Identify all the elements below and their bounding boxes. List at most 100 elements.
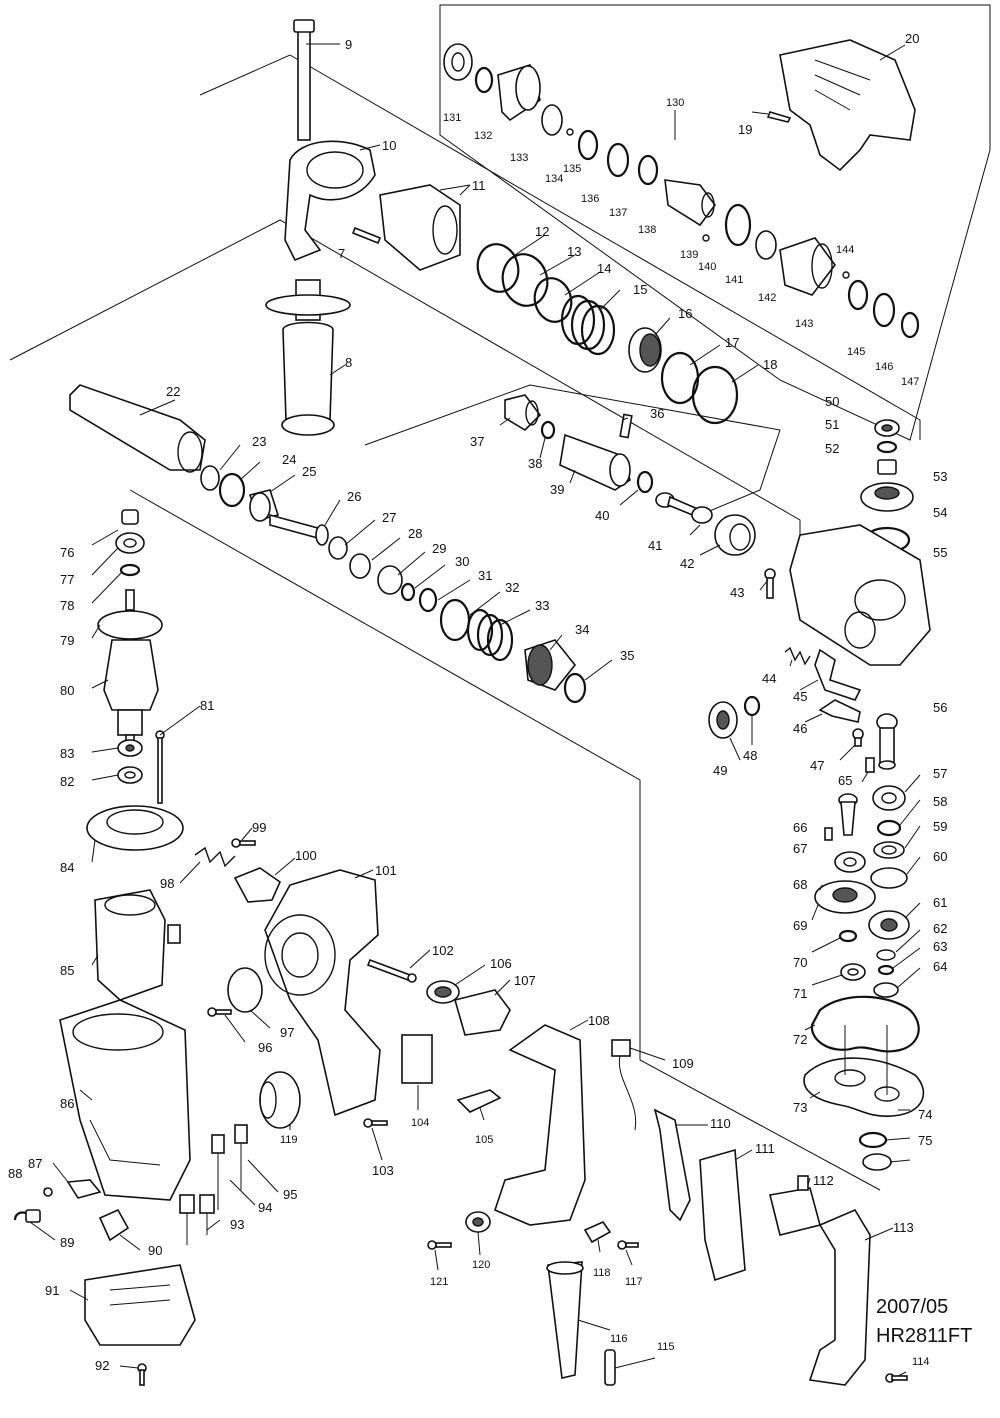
label-52: 52 — [825, 441, 839, 456]
label-51: 51 — [825, 417, 839, 432]
part-23 — [200, 465, 220, 491]
label-147: 147 — [901, 376, 919, 388]
part-72-gasket — [810, 995, 920, 1053]
part-135 — [566, 128, 574, 136]
label-80: 80 — [60, 683, 74, 698]
part-88-screw — [43, 1187, 53, 1197]
part-104-label — [401, 1034, 433, 1084]
gear-housing-group — [708, 419, 931, 747]
label-138: 138 — [638, 224, 656, 236]
label-16: 16 — [678, 306, 692, 321]
label-90: 90 — [148, 1243, 162, 1258]
label-67: 67 — [793, 841, 807, 856]
label-74: 74 — [918, 1107, 932, 1122]
label-29: 29 — [432, 541, 446, 556]
barrel-group — [351, 184, 739, 425]
label-88: 88 — [8, 1166, 22, 1181]
label-20: 20 — [905, 31, 919, 46]
label-99: 99 — [252, 820, 266, 835]
part-90-cap — [98, 1208, 130, 1242]
label-58: 58 — [933, 794, 947, 809]
label-102: 102 — [432, 943, 454, 958]
part-44-spring — [784, 646, 811, 666]
part-14-ring — [533, 277, 573, 323]
part-45-lever — [814, 648, 862, 701]
label-141: 141 — [725, 274, 743, 286]
part-31 — [418, 587, 438, 613]
part-58 — [876, 819, 902, 837]
label-38: 38 — [528, 456, 542, 471]
part-64 — [873, 982, 899, 998]
part-29 — [377, 565, 403, 595]
label-130: 130 — [666, 97, 684, 109]
part-28 — [349, 553, 371, 579]
part-118 — [583, 1221, 612, 1244]
assembly-frames — [9, 4, 991, 1191]
label-137: 137 — [609, 207, 627, 219]
label-40: 40 — [595, 508, 609, 523]
part-15-spring — [560, 294, 616, 356]
part-140 — [702, 234, 710, 242]
label-35: 35 — [620, 648, 634, 663]
part-108-handle — [494, 1024, 586, 1226]
label-8: 8 — [345, 355, 352, 370]
part-41-con-rod — [655, 492, 713, 524]
part-77-bearing — [115, 532, 145, 554]
label-68: 68 — [793, 877, 807, 892]
part-49-knob — [708, 701, 738, 739]
part-103-screw — [363, 1118, 388, 1128]
part-80-armature — [103, 639, 159, 751]
label-109: 109 — [672, 1056, 694, 1071]
part-114-screw — [885, 1373, 908, 1383]
part-11-barrel — [379, 184, 471, 271]
label-145: 145 — [847, 346, 865, 358]
label-15: 15 — [633, 282, 647, 297]
label-49: 49 — [713, 763, 727, 778]
part-51 — [876, 440, 898, 454]
part-74 — [858, 1131, 888, 1149]
label-18: 18 — [763, 357, 777, 372]
label-47: 47 — [810, 758, 824, 773]
part-117-screw — [617, 1240, 639, 1250]
model-number: HR2811FT — [876, 1325, 972, 1347]
label-87: 87 — [28, 1156, 42, 1171]
part-121-screw — [427, 1240, 452, 1250]
part-53-gear — [860, 482, 914, 512]
part-133 — [497, 63, 541, 122]
part-22-spindle — [69, 384, 206, 473]
label-50: 50 — [825, 394, 839, 409]
part-97-knob — [227, 967, 263, 1013]
part-137 — [606, 142, 630, 178]
part-96-screw — [207, 1007, 232, 1017]
part-9-bolt — [293, 19, 340, 141]
part-139 — [664, 179, 716, 227]
label-110: 110 — [710, 1116, 731, 1131]
label-55: 55 — [933, 545, 947, 560]
spindle-group — [69, 384, 587, 704]
part-138 — [637, 154, 659, 186]
part-56-crank-shaft — [876, 713, 898, 770]
label-82: 82 — [60, 774, 74, 789]
label-131: 131 — [443, 112, 461, 124]
part-39-cylinder — [559, 433, 631, 491]
label-19: 19 — [738, 122, 752, 137]
part-40 — [636, 470, 654, 494]
part-number-labels: 9 20 19 10 11 7 12 13 14 15 16 17 18 8 2… — [8, 31, 947, 1373]
label-26: 26 — [347, 489, 361, 504]
label-56: 56 — [933, 700, 947, 715]
part-26 — [269, 513, 329, 546]
part-13-ring — [501, 253, 549, 307]
label-108: 108 — [588, 1013, 610, 1028]
part-110 — [653, 1108, 691, 1222]
label-30: 30 — [455, 554, 469, 569]
part-120 — [465, 1211, 491, 1233]
part-111-holder — [699, 1148, 746, 1282]
label-95: 95 — [283, 1187, 297, 1202]
label-65: 65 — [838, 773, 852, 788]
part-69-gear — [814, 880, 876, 914]
part-76-cap — [121, 509, 139, 525]
part-92-screw — [137, 1363, 147, 1386]
part-65-key — [865, 757, 875, 773]
part-115-cord — [604, 1349, 616, 1386]
